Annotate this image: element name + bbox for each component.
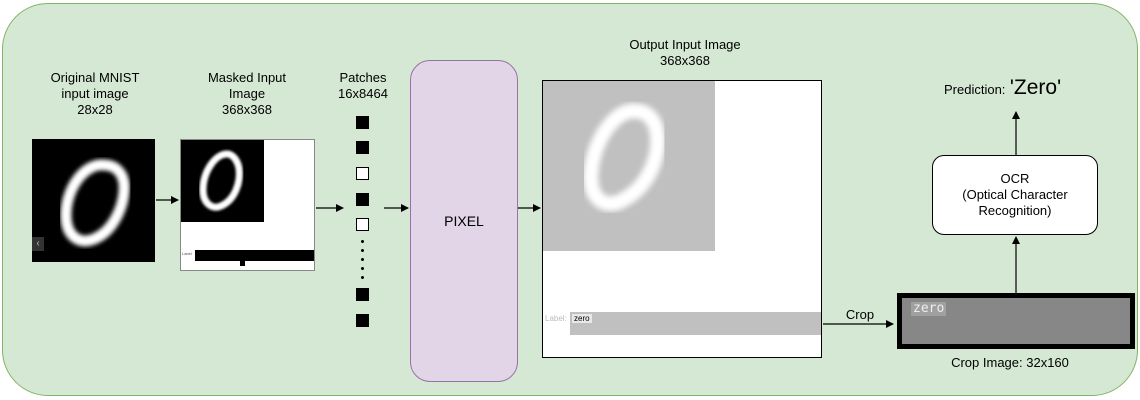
pixel-model-block: PIXEL bbox=[410, 60, 518, 382]
patch-square-empty bbox=[356, 218, 369, 231]
output-image-size: 368x368 bbox=[660, 53, 710, 68]
pixel-label: PIXEL bbox=[444, 213, 484, 229]
masked-label-bar bbox=[195, 250, 314, 261]
prediction-output: Prediction: 'Zero' bbox=[944, 76, 1134, 100]
masked-image-title: Masked Input bbox=[207, 70, 287, 85]
patches-size: 16x8464 bbox=[338, 86, 388, 101]
patch-square-filled bbox=[356, 288, 369, 301]
output-label-prefix: Label: bbox=[545, 314, 567, 323]
masked-mini-label: Label bbox=[182, 251, 192, 256]
ellipsis-dot bbox=[361, 240, 364, 243]
patch-square-empty bbox=[356, 167, 369, 180]
prediction-label: Prediction: bbox=[944, 82, 1006, 97]
crop-caption: Crop Image: 32x160 bbox=[951, 355, 1069, 370]
original-image-label: Original MNIST input image 28x28 bbox=[20, 70, 170, 118]
patch-square-filled bbox=[356, 193, 369, 206]
ocr-block: OCR (Optical Character Recognition) bbox=[932, 155, 1098, 235]
output-input-image: Label: zero bbox=[542, 80, 822, 358]
masked-digit-drawing bbox=[199, 150, 243, 211]
masked-image-subtitle: Image bbox=[228, 86, 266, 101]
crop-word: zero bbox=[911, 301, 947, 316]
original-mnist-image: ‹ bbox=[32, 139, 155, 262]
original-image-size: 28x28 bbox=[77, 102, 113, 117]
crop-image: zero bbox=[897, 293, 1135, 349]
output-digit-region bbox=[543, 81, 715, 251]
patches-title: Patches bbox=[339, 70, 387, 85]
ocr-subtitle-line2: Recognition) bbox=[978, 203, 1052, 218]
digit-zero-drawing bbox=[60, 159, 130, 247]
patches-label: Patches 16x8464 bbox=[322, 70, 404, 102]
masked-input-image: Label bbox=[180, 139, 315, 271]
masked-image-size: 368x368 bbox=[222, 102, 272, 117]
output-image-title: Output Input Image bbox=[629, 37, 741, 52]
ocr-title: OCR bbox=[1000, 171, 1030, 186]
ocr-subtitle-line1: (Optical Character bbox=[962, 187, 1068, 202]
ellipsis-dot bbox=[361, 249, 364, 252]
chevron-left-icon[interactable]: ‹ bbox=[32, 237, 44, 251]
masked-digit-region bbox=[181, 140, 264, 222]
original-image-title: Original MNIST bbox=[50, 70, 140, 85]
ellipsis-dot bbox=[361, 276, 364, 279]
prediction-value: 'Zero' bbox=[1009, 76, 1062, 99]
output-label-word: zero bbox=[572, 314, 592, 323]
crop-arrow-label: Crop bbox=[845, 307, 875, 322]
output-digit-drawing bbox=[583, 103, 666, 212]
patch-square-filled bbox=[356, 116, 369, 129]
output-label-bar bbox=[570, 312, 821, 335]
ellipsis-dot bbox=[361, 267, 364, 270]
patch-square-filled bbox=[356, 314, 369, 327]
output-image-label: Output Input Image 368x368 bbox=[590, 37, 780, 69]
masked-image-label: Masked Input Image 368x368 bbox=[172, 70, 322, 118]
original-image-subtitle: input image bbox=[61, 86, 129, 101]
patch-square-filled bbox=[356, 141, 369, 154]
ellipsis-dot bbox=[361, 258, 364, 261]
masked-label-tick bbox=[240, 260, 245, 266]
